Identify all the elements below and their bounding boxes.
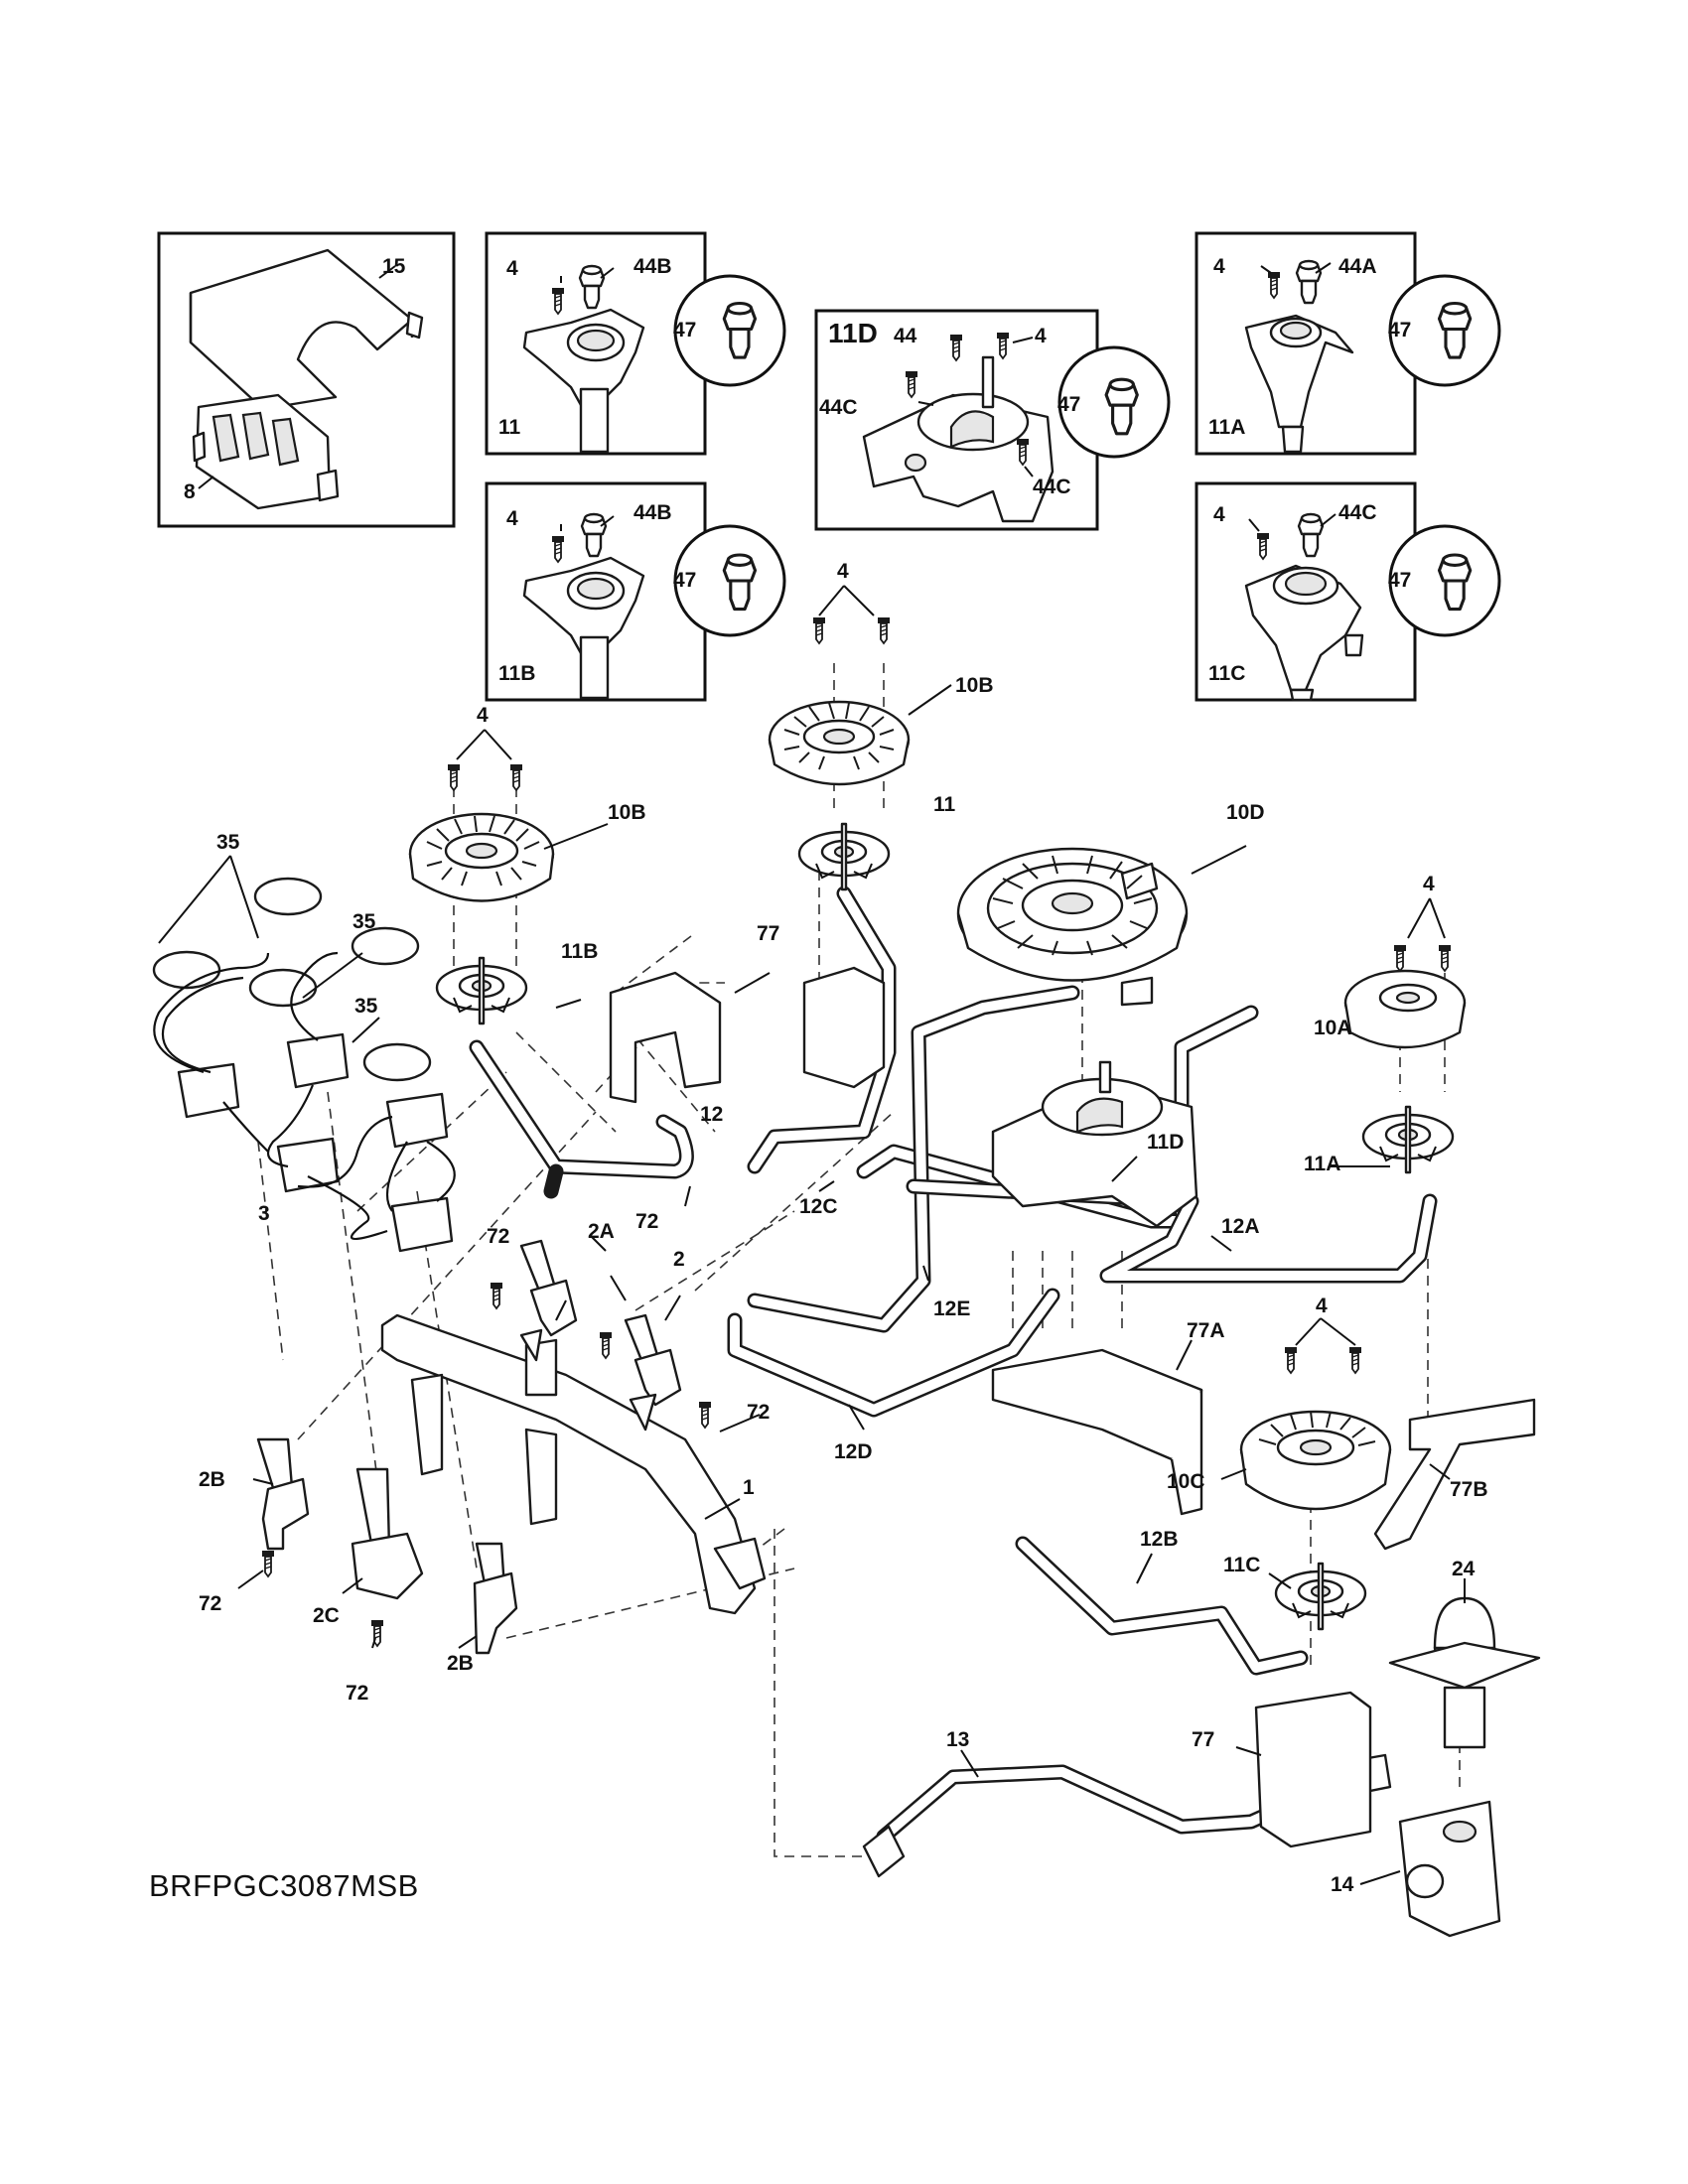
callout-44: 44	[894, 325, 917, 347]
callout-14: 14	[1331, 1873, 1354, 1896]
burner-base-11c	[1274, 1562, 1367, 1631]
burner-head-10a	[1343, 944, 1467, 1049]
callout-35: 35	[352, 910, 376, 933]
callout-12d: 12D	[834, 1440, 873, 1463]
brackets	[609, 966, 1536, 1848]
callout-12: 12	[700, 1103, 724, 1126]
inset-box-11c	[1195, 481, 1501, 702]
callout-11b-inset: 11B	[498, 662, 536, 685]
callout-44b: 44B	[633, 501, 672, 524]
callout-47: 47	[673, 319, 697, 341]
callout-4: 4	[1035, 325, 1047, 347]
callout-77: 77	[757, 922, 780, 945]
inset-box-11d	[814, 309, 1171, 531]
callout-2c: 2C	[313, 1604, 340, 1627]
callout-10b: 10B	[608, 801, 646, 824]
callout-4: 4	[1213, 503, 1225, 526]
callout-44c: 44C	[1033, 476, 1071, 498]
regulator-parts	[1388, 1596, 1541, 1938]
callout-44a: 44A	[1338, 255, 1377, 278]
callout-leaders	[158, 585, 1466, 1885]
callout-2a: 2A	[588, 1220, 615, 1243]
callout-44c: 44C	[819, 396, 858, 419]
callout-11c: 11C	[1223, 1554, 1261, 1576]
callout-4: 4	[837, 560, 849, 583]
callout-4: 4	[506, 257, 518, 280]
callout-13: 13	[946, 1728, 970, 1751]
callout-10c: 10C	[1167, 1470, 1205, 1493]
inset-box-11b	[485, 481, 786, 702]
callout-72: 72	[346, 1682, 369, 1705]
burner-head-10c	[1239, 1346, 1392, 1511]
callout-44b: 44B	[633, 255, 672, 278]
callout-47: 47	[673, 569, 697, 592]
callout-72: 72	[747, 1401, 771, 1424]
ignition-harness	[152, 877, 456, 1253]
callout-3: 3	[258, 1202, 270, 1225]
callout-47: 47	[1057, 393, 1081, 416]
callout-47: 47	[1388, 319, 1412, 341]
burner-base-11d	[991, 1060, 1198, 1228]
callout-10a: 10A	[1314, 1017, 1352, 1039]
callout-12a: 12A	[1221, 1215, 1260, 1238]
callout-11: 11	[933, 793, 956, 816]
burner-base-11	[797, 822, 891, 891]
callout-2: 2	[673, 1248, 685, 1271]
callout-11-inset: 11	[498, 416, 521, 439]
callout-12c: 12C	[799, 1195, 838, 1218]
callout-35: 35	[354, 995, 378, 1018]
manifold-assembly	[256, 1239, 767, 1655]
callout-15: 15	[382, 255, 406, 278]
callout-12b: 12B	[1140, 1528, 1179, 1551]
callout-11d: 11D	[1147, 1131, 1185, 1154]
burner-base-11a	[1361, 1105, 1455, 1174]
callout-2b: 2B	[447, 1652, 474, 1675]
burner-base-11b	[435, 956, 528, 1025]
callout-11b: 11B	[561, 940, 599, 963]
callout-11a: 11A	[1304, 1153, 1341, 1175]
callout-4: 4	[506, 507, 518, 530]
callout-11a-inset: 11A	[1208, 416, 1246, 439]
inset-box-11	[485, 231, 786, 456]
callout-35: 35	[216, 831, 240, 854]
callout-72: 72	[487, 1225, 510, 1248]
callout-4: 4	[1423, 873, 1435, 895]
callout-4: 4	[477, 704, 489, 727]
callout-12e: 12E	[933, 1297, 971, 1320]
callout-11d-title: 11D	[828, 318, 878, 348]
callout-72: 72	[199, 1592, 222, 1615]
callout-10b: 10B	[955, 674, 994, 697]
callout-72: 72	[635, 1210, 659, 1233]
model-code: BRFPGC3087MSB	[149, 1868, 419, 1903]
inset-box-8-15	[157, 231, 456, 528]
callout-10d: 10D	[1226, 801, 1265, 824]
callout-77a: 77A	[1187, 1319, 1225, 1342]
callout-77: 77	[1192, 1728, 1215, 1751]
inset-box-11a	[1195, 231, 1501, 456]
callout-1: 1	[743, 1476, 755, 1499]
callout-2b: 2B	[199, 1468, 225, 1491]
burner-head-10d	[956, 847, 1189, 1007]
callout-24: 24	[1452, 1558, 1476, 1580]
callout-4: 4	[1316, 1295, 1328, 1317]
callout-8: 8	[184, 480, 196, 503]
callout-44c: 44C	[1338, 501, 1377, 524]
callout-47: 47	[1388, 569, 1412, 592]
gas-tubes	[469, 886, 1438, 1878]
burner-head-10b-top	[768, 616, 911, 786]
callout-11c-inset: 11C	[1208, 662, 1246, 685]
callout-4: 4	[1213, 255, 1225, 278]
burner-head-10b-left	[408, 763, 555, 902]
callout-77b: 77B	[1450, 1478, 1488, 1501]
